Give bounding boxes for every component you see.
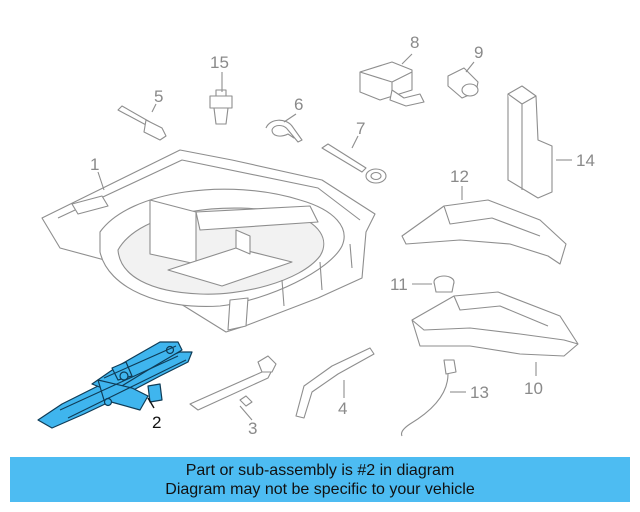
- part-14-cover: [507, 85, 553, 199]
- part-13-cable: [400, 359, 457, 437]
- callout-6: 6: [294, 95, 303, 114]
- callout-12: 12: [450, 167, 469, 186]
- part-15-bolt: [209, 89, 233, 125]
- banner-line-disclaimer: Diagram may not be specific to your vehi…: [165, 480, 475, 498]
- callout-3: 3: [248, 419, 257, 438]
- part-9-bottle: [447, 67, 479, 99]
- callout-10: 10: [524, 379, 543, 398]
- callout-9: 9: [474, 43, 483, 62]
- callout-1: 1: [90, 155, 99, 174]
- callout-8: 8: [410, 33, 419, 52]
- callout-7: 7: [356, 119, 365, 138]
- part-6-clip: [265, 119, 303, 143]
- callout-5: 5: [154, 87, 163, 106]
- part-8-compressor: [359, 61, 425, 107]
- banner-line-part: Part or sub-assembly is #2 in diagram: [185, 461, 455, 479]
- part-7-tow-hook: [321, 143, 387, 184]
- callout-14: 14: [576, 151, 595, 170]
- part-4-wrench: [295, 347, 375, 419]
- callout-4: 4: [338, 399, 347, 418]
- callout-2: 2: [152, 413, 161, 432]
- part-2-scissor-jack: [37, 341, 193, 429]
- part-5-screwdriver: [117, 105, 167, 141]
- callout-13: 13: [470, 383, 489, 402]
- leader-lines: [97, 53, 572, 421]
- part-11-cap: [433, 275, 455, 293]
- part-1-trunk-floor: [41, 149, 376, 333]
- callout-11: 11: [390, 275, 408, 294]
- part-3-bracket: [189, 355, 277, 411]
- callouts: 1 2 3 4 5 6 7 8 9 10 11 12 13 14 15: [90, 33, 595, 438]
- parts-diagram: 1 2 3 4 5 6 7 8 9 10 11 12 13 14 15: [37, 33, 595, 438]
- info-banner: Part or sub-assembly is #2 in diagram Di…: [10, 457, 630, 502]
- part-10-tray: [411, 291, 579, 357]
- part-12-side-tray: [401, 199, 567, 265]
- callout-15: 15: [210, 53, 229, 72]
